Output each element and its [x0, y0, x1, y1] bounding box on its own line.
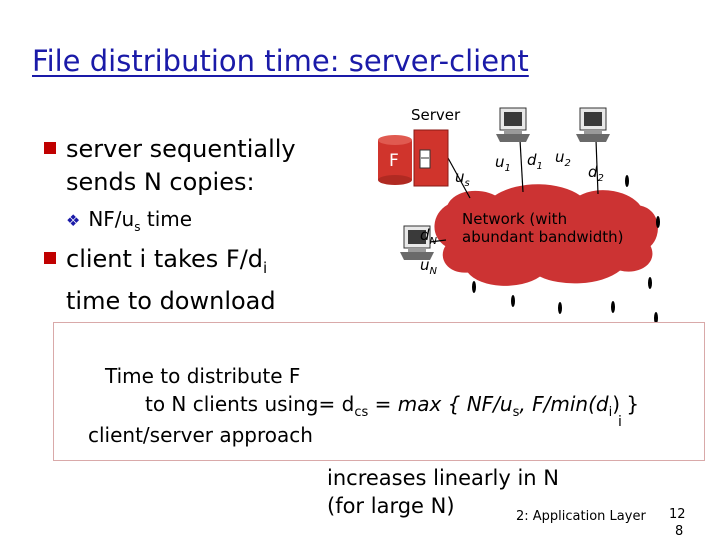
- diamond-bullet-icon: ❖: [66, 211, 81, 230]
- network-diagram: Network (with abundant bandwidth) F: [378, 107, 660, 324]
- footer-label: 2: Application Layer: [516, 509, 646, 524]
- page-number-bottom: 8: [675, 524, 684, 539]
- file-label: F: [389, 151, 399, 171]
- client-1-link: [519, 139, 524, 193]
- note-line-2: (for large N): [327, 494, 455, 518]
- formula-line-2: to N clients using= dcs = max { NF/us, F…: [145, 392, 640, 420]
- formula-min-subscript: i: [618, 414, 622, 430]
- client-pc-1-icon: [496, 107, 530, 142]
- network-cloud: [434, 184, 658, 286]
- un-label: uN: [420, 256, 437, 277]
- u1-label: u1: [495, 153, 511, 174]
- client-dots: [472, 175, 660, 324]
- network-label-1: Network (with: [462, 210, 567, 228]
- bullet-server-copies: server sequentially sends N copies:: [44, 133, 296, 199]
- d2-label: d2: [588, 163, 604, 184]
- subbullet-nf-us: ❖NF/us time: [66, 207, 193, 234]
- square-bullet-icon: [44, 252, 56, 264]
- bullet-client-download: client i takes F/di time to download: [44, 243, 276, 318]
- page-number-top: 12: [669, 507, 686, 522]
- square-bullet-icon: [44, 142, 56, 154]
- note-line-1: increases linearly in N: [327, 466, 559, 490]
- file-cylinder: [378, 135, 412, 185]
- formula-line-3: client/server approach: [88, 423, 313, 447]
- client-n-link: [429, 239, 447, 243]
- dn-label: dN: [420, 226, 438, 247]
- client-pc-n-icon: [400, 225, 434, 260]
- server-label: Server: [411, 106, 461, 124]
- u2-label: u2: [555, 148, 571, 169]
- formula-box: [53, 322, 705, 461]
- us-label: us: [455, 168, 470, 189]
- client-2-link: [595, 139, 599, 195]
- slide-title: File distribution time: server-client: [32, 44, 529, 78]
- d1-label: d1: [527, 151, 543, 172]
- server-tower-icon: [413, 129, 449, 187]
- client-pc-2-icon: [576, 107, 610, 142]
- server-link: [447, 157, 471, 199]
- formula-line-1: Time to distribute F: [105, 364, 301, 388]
- network-label-2: abundant bandwidth): [462, 228, 624, 246]
